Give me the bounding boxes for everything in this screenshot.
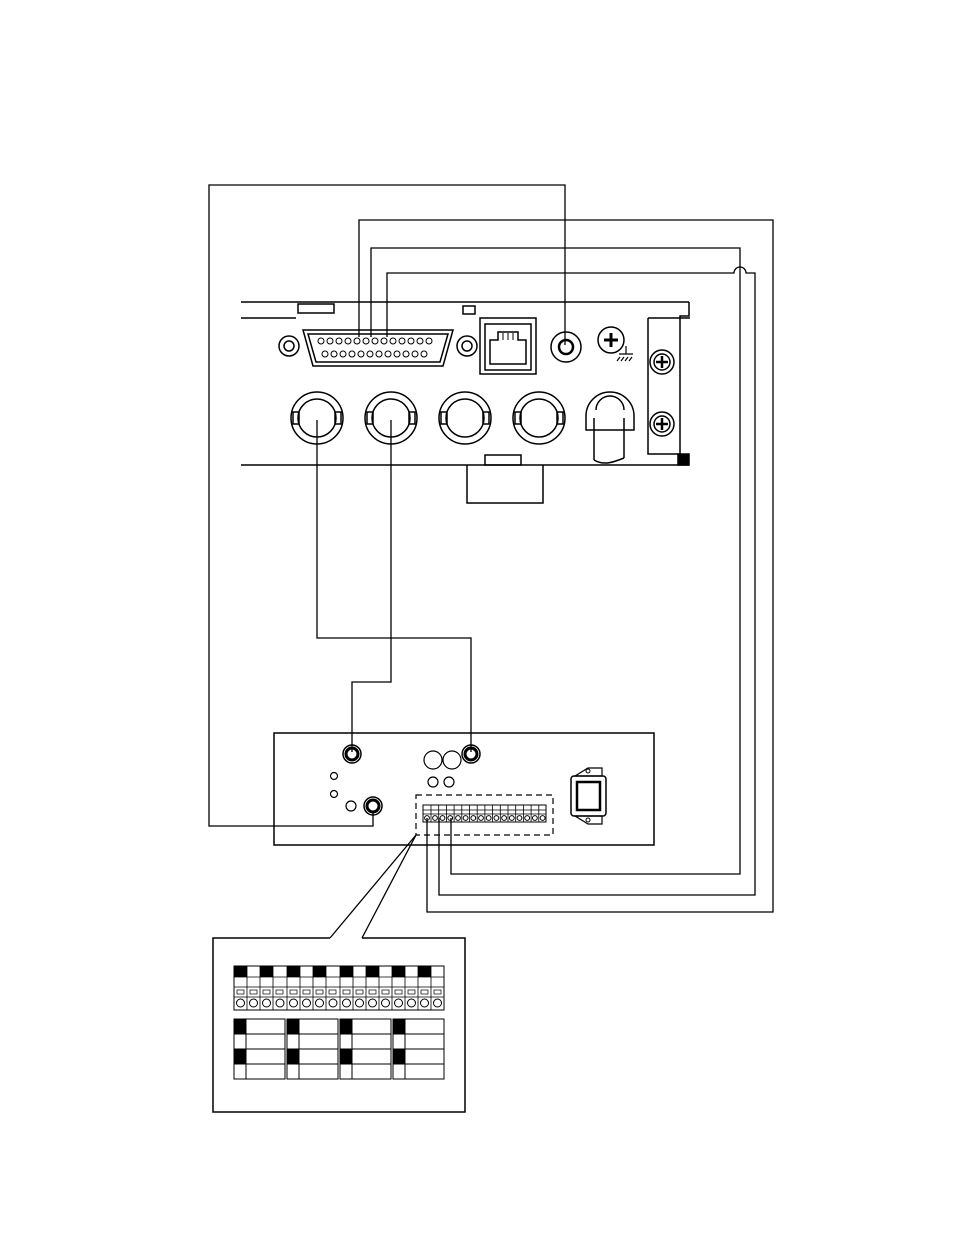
wires <box>209 185 773 912</box>
legend-group-4 <box>393 1019 444 1079</box>
round-jack-icon[interactable] <box>551 332 581 362</box>
d-sub-connector-icon[interactable] <box>279 330 477 366</box>
interface-unit <box>274 733 654 845</box>
legend-group-1 <box>234 1019 285 1079</box>
panel-stand <box>467 465 543 503</box>
small-jack-icon-1[interactable] <box>343 745 361 763</box>
small-jack-icon-3[interactable] <box>364 797 382 815</box>
panel-small-tab <box>463 306 475 314</box>
wire-dsub-1 <box>359 220 773 912</box>
recorder-rear-panel <box>241 302 690 503</box>
interface-unit-box <box>274 733 654 845</box>
sub-panel-screw-top-icon <box>650 350 674 374</box>
bnc-connector-icon-4[interactable] <box>513 392 565 444</box>
wire-bnc-2 <box>352 420 391 752</box>
legend-group-2 <box>287 1019 338 1079</box>
detail-inset <box>213 938 465 1112</box>
bnc-connector-icon-3[interactable] <box>439 392 491 444</box>
sub-panel-screw-bottom-icon <box>650 412 674 436</box>
modular-jack-icon[interactable] <box>480 318 536 374</box>
panel-corner-foot <box>678 454 689 465</box>
terminal-detail-latches <box>237 990 441 994</box>
terminal-block-detail-icon <box>234 966 444 1010</box>
terminal-marker-cells <box>234 966 431 977</box>
inset-frame <box>213 938 465 1112</box>
panel-top-tab <box>298 304 334 313</box>
d-sub-pins-top <box>318 338 432 344</box>
panel-stand-slot <box>485 455 521 465</box>
panel-right-edge <box>680 302 689 458</box>
wire-bnc-1 <box>317 420 471 752</box>
ac-inlet-icon[interactable] <box>571 768 606 824</box>
legend-group-3 <box>340 1019 391 1079</box>
small-jack-icon-2[interactable] <box>462 745 480 763</box>
power-cord-icon <box>586 392 634 463</box>
terminal-detail-screws <box>237 999 442 1007</box>
ground-screw-icon[interactable] <box>598 327 633 361</box>
callout-leader <box>330 835 416 938</box>
terminal-block-icon[interactable] <box>423 805 546 822</box>
d-sub-pins-bottom <box>322 351 427 357</box>
